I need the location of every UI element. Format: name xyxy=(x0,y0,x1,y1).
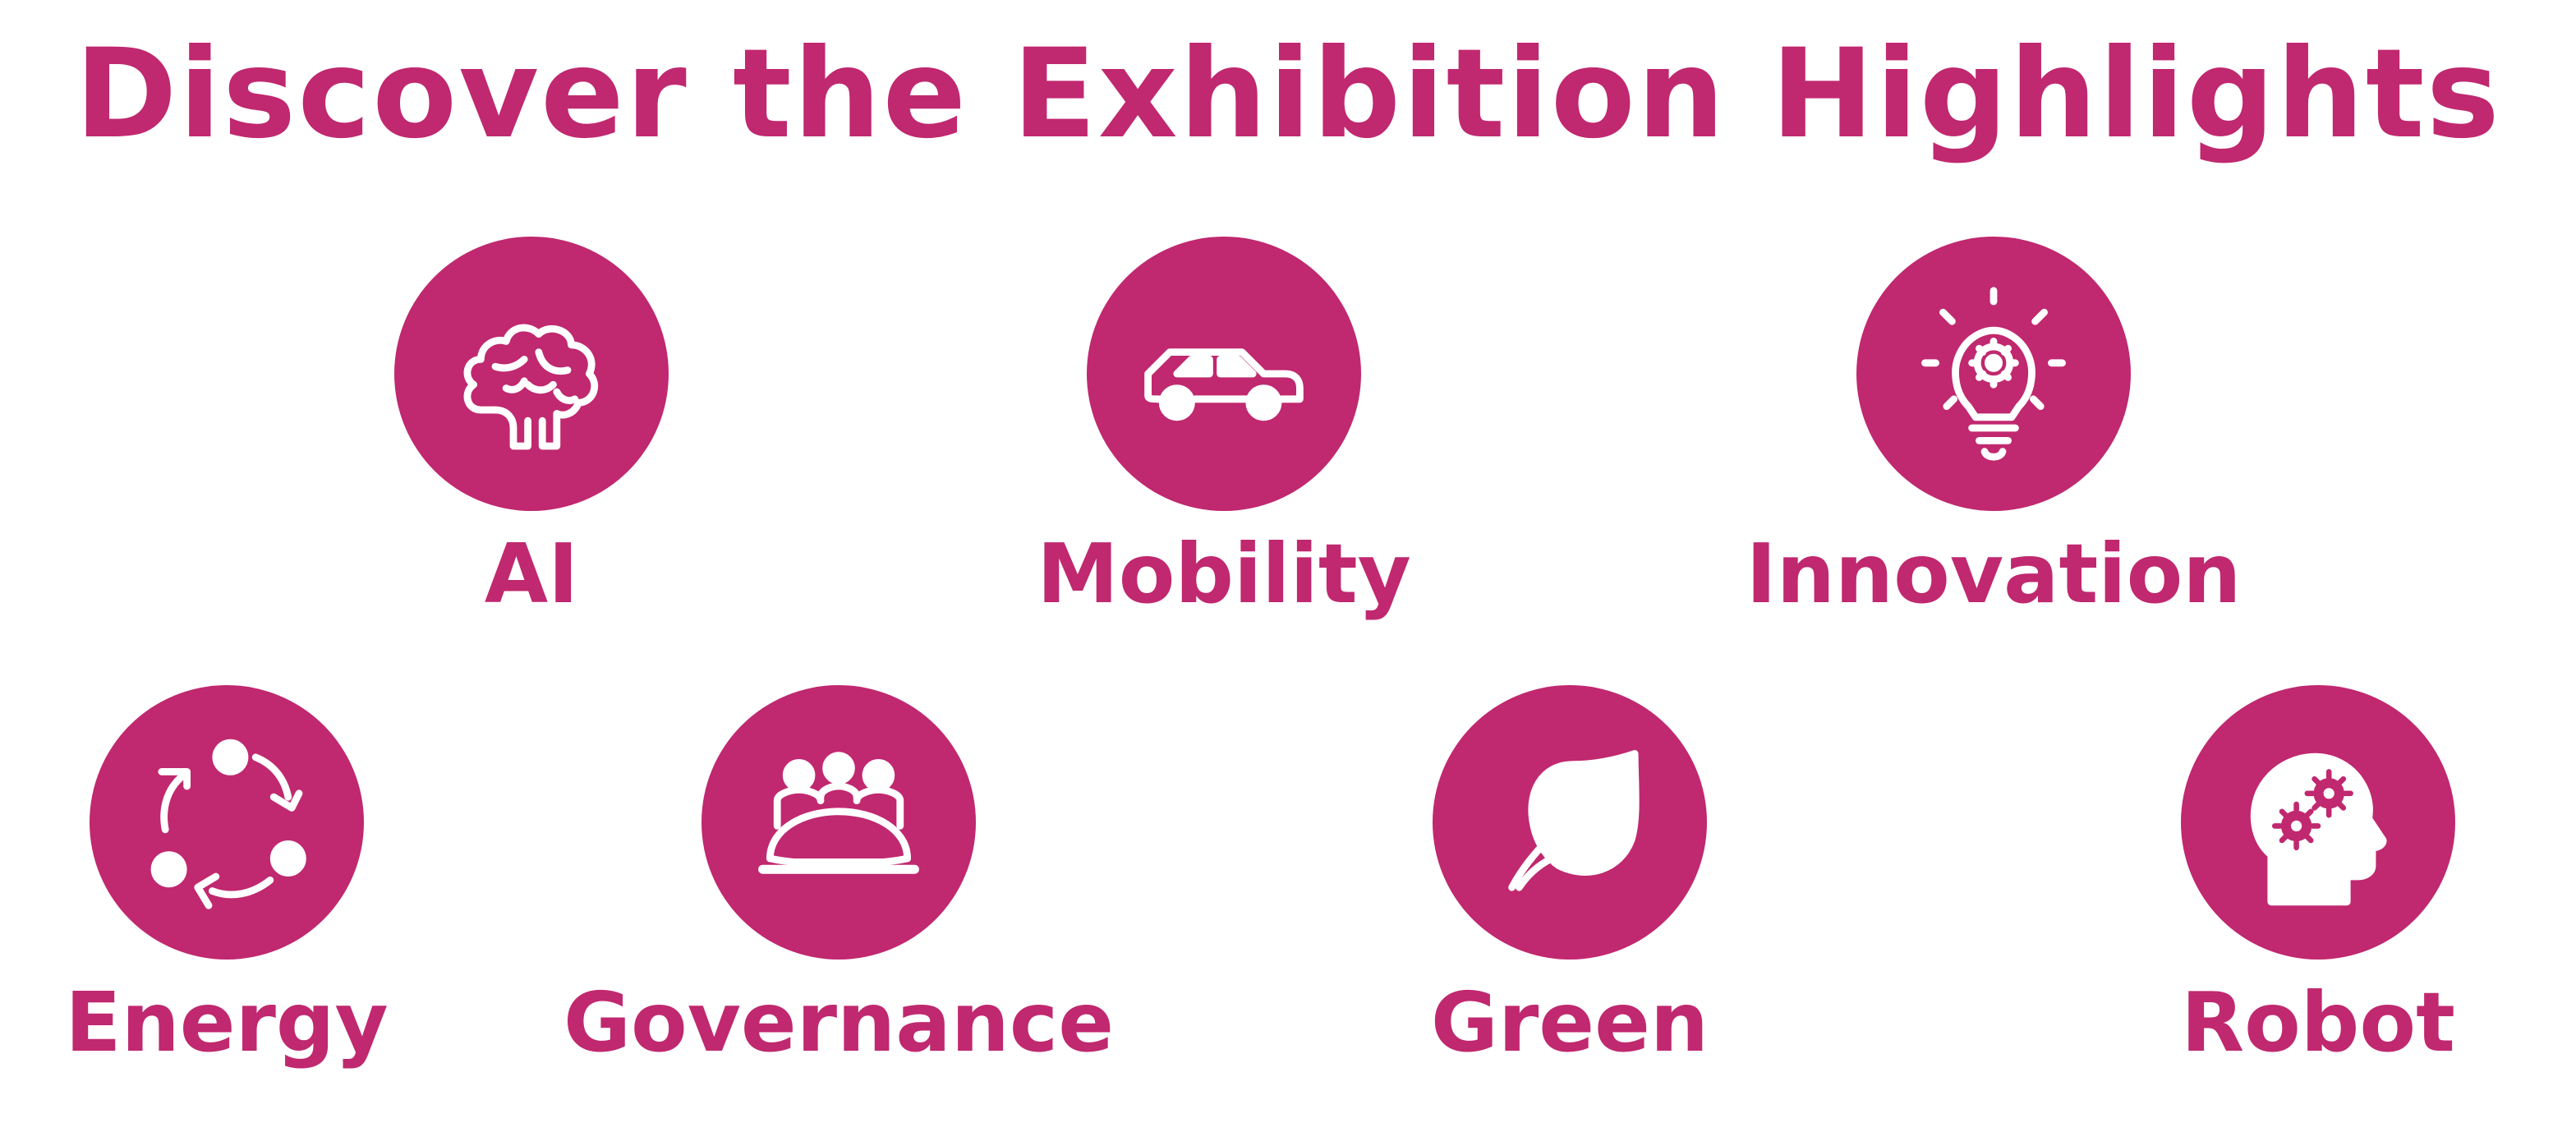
lightbulb-gear-icon xyxy=(1921,287,2066,461)
highlight-ai[interactable]: AI xyxy=(244,237,819,628)
highlight-mobility[interactable]: Mobility xyxy=(936,237,1511,628)
meeting-table-icon xyxy=(758,752,919,874)
highlight-governance-badge xyxy=(702,685,976,960)
highlight-innovation-badge xyxy=(1856,237,2131,511)
car-icon xyxy=(1144,348,1304,421)
highlight-innovation-label: Innovation xyxy=(1746,526,2242,622)
robot-head-gears-icon xyxy=(2250,753,2387,906)
highlight-governance[interactable]: Governance xyxy=(551,685,1126,1076)
highlight-energy-label: Energy xyxy=(65,974,389,1070)
highlight-energy-badge xyxy=(90,685,364,960)
highlight-ai-label: AI xyxy=(484,526,579,622)
page-title: Discover the Exhibition Highlights xyxy=(75,23,2501,166)
leaf-icon xyxy=(1508,750,1640,891)
highlight-robot-badge xyxy=(2181,685,2455,960)
highlight-robot-label: Robot xyxy=(2181,974,2455,1070)
highlight-green-badge xyxy=(1433,685,1707,960)
highlight-green[interactable]: Green xyxy=(1282,685,1857,1076)
highlight-green-label: Green xyxy=(1430,974,1709,1070)
highlight-governance-label: Governance xyxy=(563,974,1115,1070)
highlight-energy[interactable]: Energy xyxy=(0,685,514,1076)
highlight-robot[interactable]: Robot xyxy=(2031,685,2576,1076)
recycle-cycle-icon xyxy=(150,739,306,909)
brain-icon xyxy=(463,324,599,450)
highlight-mobility-label: Mobility xyxy=(1037,526,1411,622)
highlight-innovation[interactable]: Innovation xyxy=(1706,237,2281,628)
highlight-ai-badge xyxy=(394,237,669,511)
highlight-mobility-badge xyxy=(1087,237,1361,511)
